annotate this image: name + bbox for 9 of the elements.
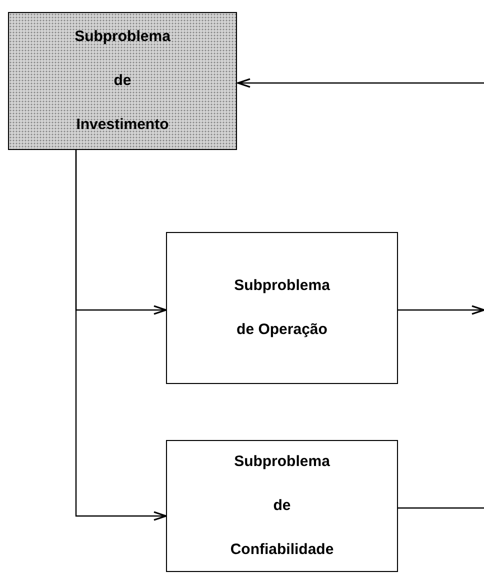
box-label: Subproblema de Confiabilidade — [230, 452, 334, 560]
connector-arrow — [398, 305, 484, 315]
process-box — [166, 232, 398, 384]
connector-arrow — [75, 150, 167, 521]
connector-arrow — [237, 78, 484, 88]
box-label: Subproblema de Operação — [234, 276, 330, 340]
process-box — [8, 12, 237, 150]
process-box — [166, 440, 398, 572]
box-label: Subproblema de Investimento — [74, 27, 170, 135]
